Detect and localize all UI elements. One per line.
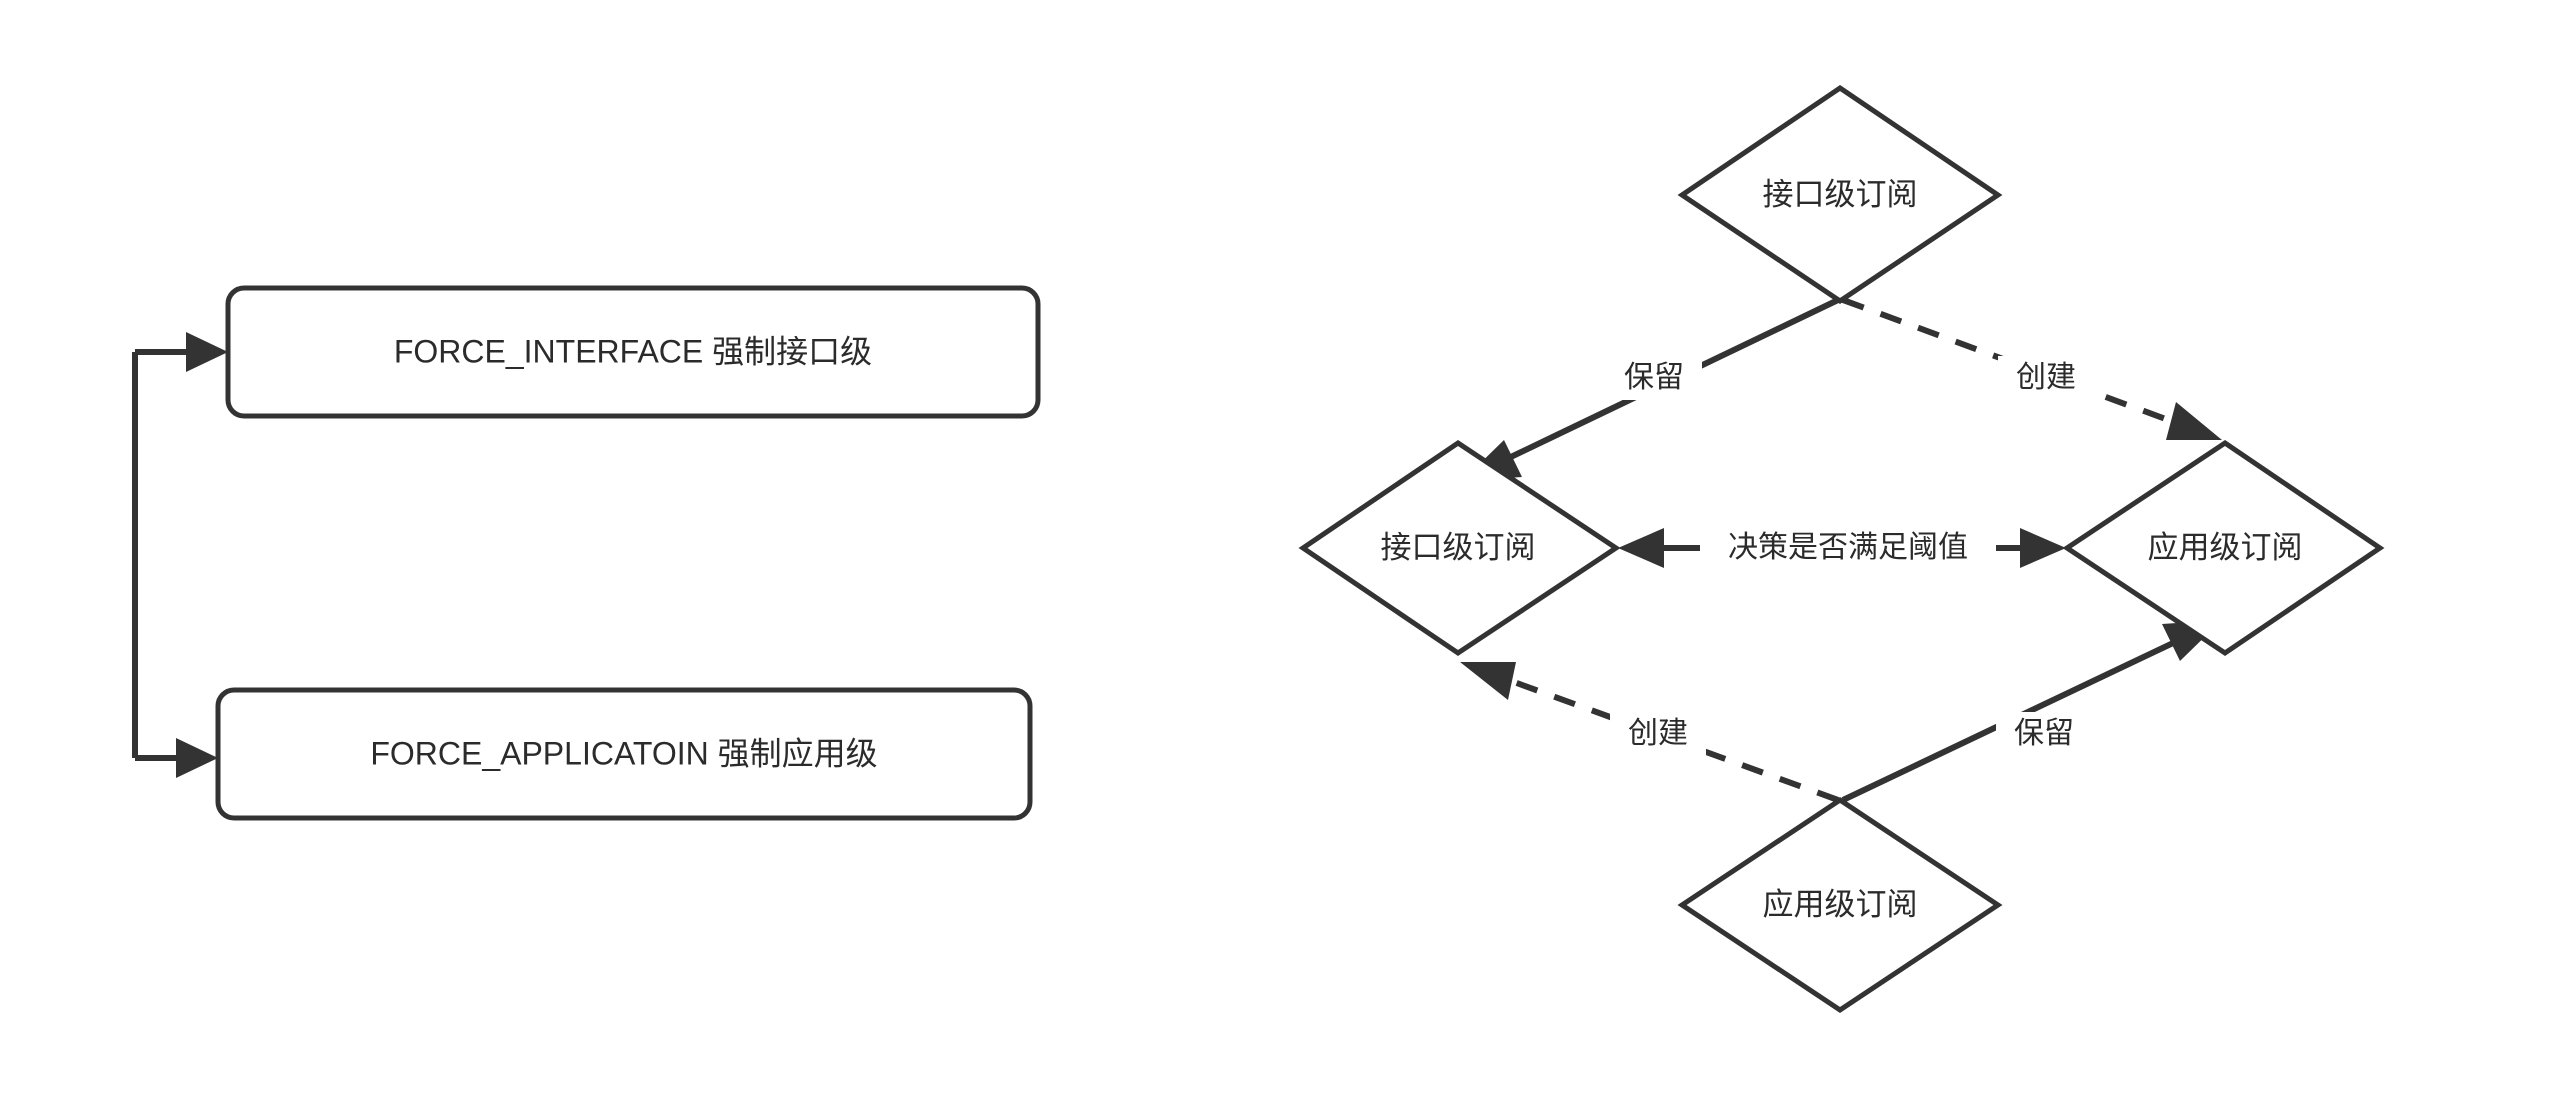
arrow-head-upper	[186, 332, 228, 372]
edge-bottom-keep: 保留	[1841, 620, 2222, 803]
edge-bottom-create-label-bg	[1610, 712, 1706, 756]
left-group: FORCE_INTERFACE 强制接口级 FORCE_APPLICATOIN …	[132, 285, 1041, 821]
edge-to-force-interface	[132, 332, 228, 758]
edge-top-keep-label-bg	[1606, 356, 1702, 400]
edge-top-create-label-bg	[1998, 356, 2094, 400]
edge-bottom-create: 创建	[1460, 662, 1840, 803]
node-top-interface-sub[interactable]: 接口级订阅	[1677, 84, 2003, 305]
node-mid-right-application-sub[interactable]: 应用级订阅	[2062, 439, 2385, 657]
edge-threshold-label: 决策是否满足阈值	[1728, 531, 1968, 564]
force-interface-box[interactable]	[225, 285, 1041, 419]
edge-bottom-create-line	[1490, 671, 1840, 803]
force-application-label: FORCE_APPLICATOIN 强制应用级	[370, 735, 877, 771]
edge-bottom-create-arrow	[1460, 662, 1516, 700]
mid-right-application-sub-label: 应用级订阅	[2148, 530, 2303, 565]
edge-top-keep: 保留	[1462, 297, 1840, 481]
edge-top-create-arrow	[2166, 402, 2222, 440]
edge-threshold-label-bg	[1700, 524, 1996, 572]
mid-left-interface-sub-diamond[interactable]	[1298, 439, 1621, 657]
mid-left-interface-sub-label: 接口级订阅	[1381, 530, 1536, 565]
edge-top-keep-label: 保留	[1624, 361, 1684, 394]
edge-top-create-label: 创建	[2016, 361, 2076, 394]
node-force-application[interactable]: FORCE_APPLICATOIN 强制应用级	[215, 687, 1033, 821]
node-mid-left-interface-sub[interactable]: 接口级订阅	[1298, 439, 1621, 657]
arrow-head-lower	[176, 738, 218, 778]
top-interface-sub-label: 接口级订阅	[1763, 177, 1918, 212]
node-force-interface[interactable]: FORCE_INTERFACE 强制接口级	[225, 285, 1041, 419]
edge-threshold-right-arrow	[2020, 528, 2066, 568]
edge-bottom-keep-label: 保留	[2014, 717, 2074, 750]
top-interface-sub-diamond[interactable]	[1677, 84, 2003, 305]
force-application-box[interactable]	[215, 687, 1033, 821]
right-group: 保留 创建 决策是否满足阈值	[1298, 84, 2385, 1014]
force-interface-label: FORCE_INTERFACE 强制接口级	[394, 333, 872, 369]
edge-threshold: 决策是否满足阈值	[1618, 524, 2066, 572]
edge-bottom-create-label: 创建	[1628, 717, 1688, 750]
bottom-application-sub-label: 应用级订阅	[1763, 887, 1918, 922]
mid-right-application-sub-diamond[interactable]	[2062, 439, 2385, 657]
edge-top-create: 创建	[1841, 297, 2222, 440]
edge-to-force-application	[135, 738, 218, 778]
edge-threshold-left-arrow	[1618, 528, 1664, 568]
edge-top-create-line	[1841, 297, 2192, 431]
bottom-application-sub-diamond[interactable]	[1677, 796, 2003, 1014]
edge-bottom-keep-label-bg	[1996, 712, 2092, 756]
node-bottom-application-sub[interactable]: 应用级订阅	[1677, 796, 2003, 1014]
